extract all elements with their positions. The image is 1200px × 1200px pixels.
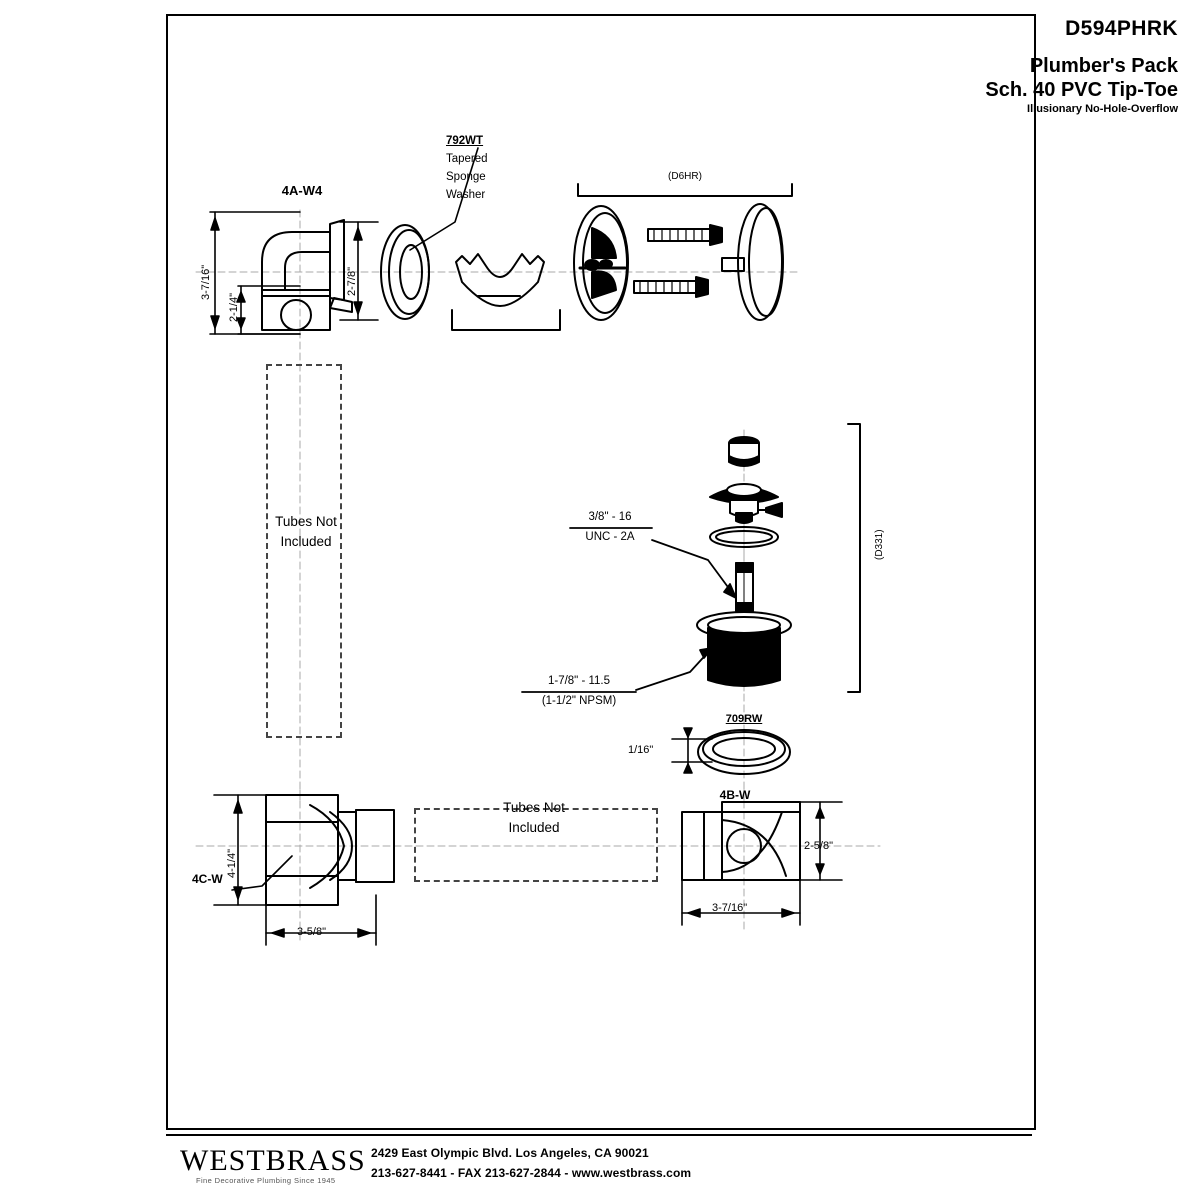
tube-placeholder-horizontal [414, 808, 658, 882]
dim-washer-diameter: 2-7/8" [346, 267, 358, 296]
product-line-2: Sch. 40 PVC Tip-Toe [985, 78, 1178, 101]
product-line-1: Plumber's Pack [1029, 54, 1178, 77]
model-code: D594PHRK [1065, 17, 1178, 40]
brand-tagline: Fine Decorative Plumbing Since 1945 [196, 1176, 336, 1185]
company-contact: 213-627-8441 - FAX 213-627-2844 - www.we… [371, 1166, 692, 1180]
dim-rubber-washer-thickness: 1/16" [628, 744, 654, 756]
label-waste-ell: 4B-W [719, 788, 751, 802]
title-block: D594PHRK Plumber's Pack Sch. 40 PVC Tip-… [985, 16, 1178, 116]
company-address: 2429 East Olympic Blvd. Los Angeles, CA … [371, 1146, 649, 1160]
label-thread-coarse-size: 1-7/8" - 11.5 [547, 675, 611, 687]
label-thread-coarse-standard: (1-1/2" NPSM) [541, 695, 617, 707]
label-thread-fine-size: 3/8" - 16 [588, 511, 632, 523]
label-stopper-group: (D331) [874, 529, 885, 560]
label-sponge-washer-line1: Tapered [446, 153, 488, 165]
label-sponge-washer-line3: Washer [446, 189, 486, 201]
dim-tee-width: 3-5/8" [297, 926, 326, 938]
brand-logo: WESTBRASS [180, 1144, 366, 1177]
note-tubes-not-included-vertical: Tubes Not Included [275, 514, 337, 550]
label-sponge-washer-code: 792WT [446, 135, 484, 147]
label-faceplate-group: (D6HR) [668, 171, 702, 182]
dim-ell-width: 3-7/16" [712, 902, 748, 914]
dim-elbow-lower-height: 2-1/4" [228, 293, 240, 322]
label-overflow-elbow: 4A-W4 [281, 183, 323, 198]
tube-placeholder-vertical [266, 364, 342, 738]
footer-divider [166, 1134, 1032, 1136]
note-tubes-not-included-horizontal: Tubes Not Included [503, 800, 565, 836]
dim-elbow-overall-height: 3-7/16" [200, 264, 212, 300]
label-thread-fine-class: UNC - 2A [585, 531, 635, 543]
product-subtitle: Illusionary No-Hole-Overflow [1027, 102, 1178, 115]
label-rubber-washer: 709RW [725, 713, 763, 725]
drawing-frame-border [166, 14, 1036, 1130]
label-tee-fitting: 4C-W [192, 872, 223, 886]
label-sponge-washer-line2: Sponge [446, 171, 486, 183]
dim-tee-height: 4-1/4" [226, 849, 238, 878]
dim-ell-height: 2-5/8" [804, 840, 833, 852]
